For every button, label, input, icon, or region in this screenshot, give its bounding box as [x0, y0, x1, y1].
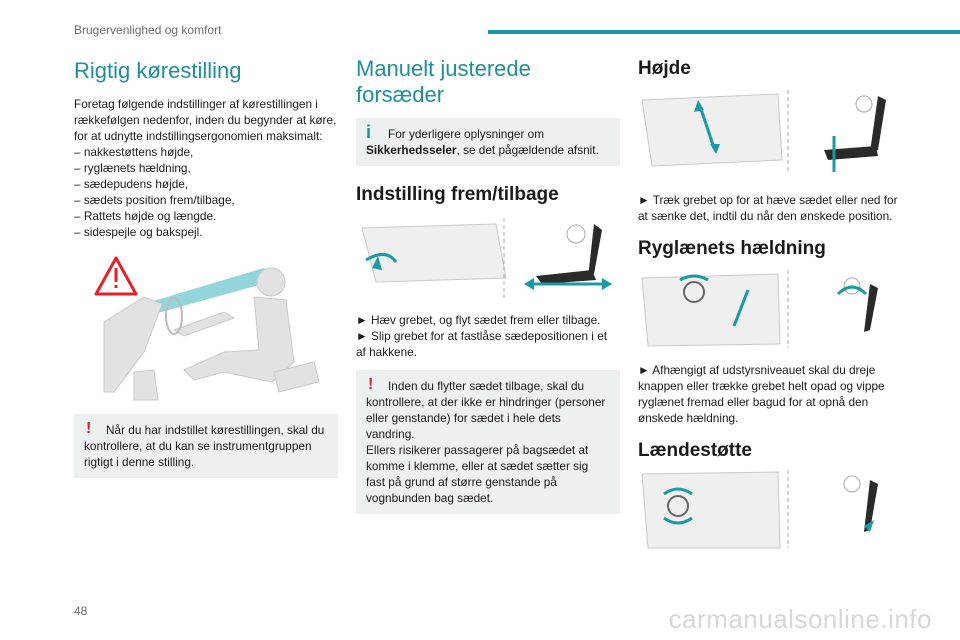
warning-box-driving-position: ! Når du har indstillet kørestillingen, … [74, 414, 338, 478]
column-manual-seats: Manuelt justerede forsæder i For yderlig… [356, 56, 620, 514]
warning-triangle-icon [94, 256, 138, 296]
warning-text: Inden du flytter sædet tilbage, skal du … [366, 379, 606, 505]
info-box-seatbelts: i For yderligere oplysninger om Sikkerhe… [356, 118, 620, 166]
warning-box-fore-aft: ! Inden du flytter sædet tilbage, skal d… [356, 370, 620, 514]
title-manual-seats: Manuelt justerede forsæder [356, 56, 531, 107]
info-suffix: , se det pågældende afsnit. [456, 143, 599, 157]
list-item: – sædets position frem/tilbage, [74, 193, 235, 207]
warning-text: Når du har indstillet kørestillingen, sk… [84, 423, 325, 469]
header-section-title: Brugervenlighed og komfort [74, 23, 222, 37]
title-driving-position: Rigtig kørestilling [74, 58, 242, 83]
list-item: – Rattets højde og længde. [74, 209, 217, 223]
column-seat-adjustments: Højde ► Træk grebet op for at hæve sædet… [638, 56, 902, 550]
recline-illustration [638, 270, 902, 350]
list-item: – nakkestøttens højde, [74, 145, 194, 159]
watermark: carmanualsonline.info [668, 604, 932, 634]
exclamation-icon: ! [86, 420, 92, 437]
fore-aft-illustration [356, 218, 620, 300]
column-driving-position: Rigtig kørestilling Foretag følgende ind… [74, 56, 338, 478]
adjustment-list: – nakkestøttens højde, – ryglænets hældn… [74, 144, 338, 240]
info-prefix: For yderligere oplysninger om [388, 127, 545, 141]
list-item: – ryglænets hældning, [74, 161, 191, 175]
title-height: Højde [638, 58, 691, 79]
driver-illustration [74, 252, 338, 402]
page-number: 48 [74, 604, 88, 618]
step-release-lever: ► Slip grebet for at fastlåse sædepositi… [356, 329, 608, 359]
exclamation-icon: ! [368, 376, 374, 393]
header-accent-bar [488, 30, 960, 34]
title-recline: Ryglænets hældning [638, 238, 826, 259]
info-text: For yderligere oplysninger om Sikkerheds… [366, 126, 610, 158]
list-item: – sidespejle og bakspejl. [74, 225, 203, 239]
title-lumbar: Lændestøtte [638, 440, 752, 461]
recline-instructions: ► Afhængigt af udstyrsniveauet skal du d… [638, 363, 885, 425]
intro-text: Foretag følgende indstillinger af kørest… [74, 97, 337, 143]
step-lift-lever: ► Hæv grebet, og flyt sædet frem eller t… [356, 313, 601, 327]
lumbar-illustration [638, 470, 902, 550]
height-illustration [638, 90, 902, 176]
info-icon: i [366, 122, 372, 142]
height-instructions: ► Træk grebet op for at hæve sædet eller… [638, 193, 898, 223]
title-fore-aft: Indstilling frem/tilbage [356, 184, 559, 205]
list-item: – sædepudens højde, [74, 177, 189, 191]
info-link-seatbelts: Sikkerhedsseler [366, 143, 457, 157]
